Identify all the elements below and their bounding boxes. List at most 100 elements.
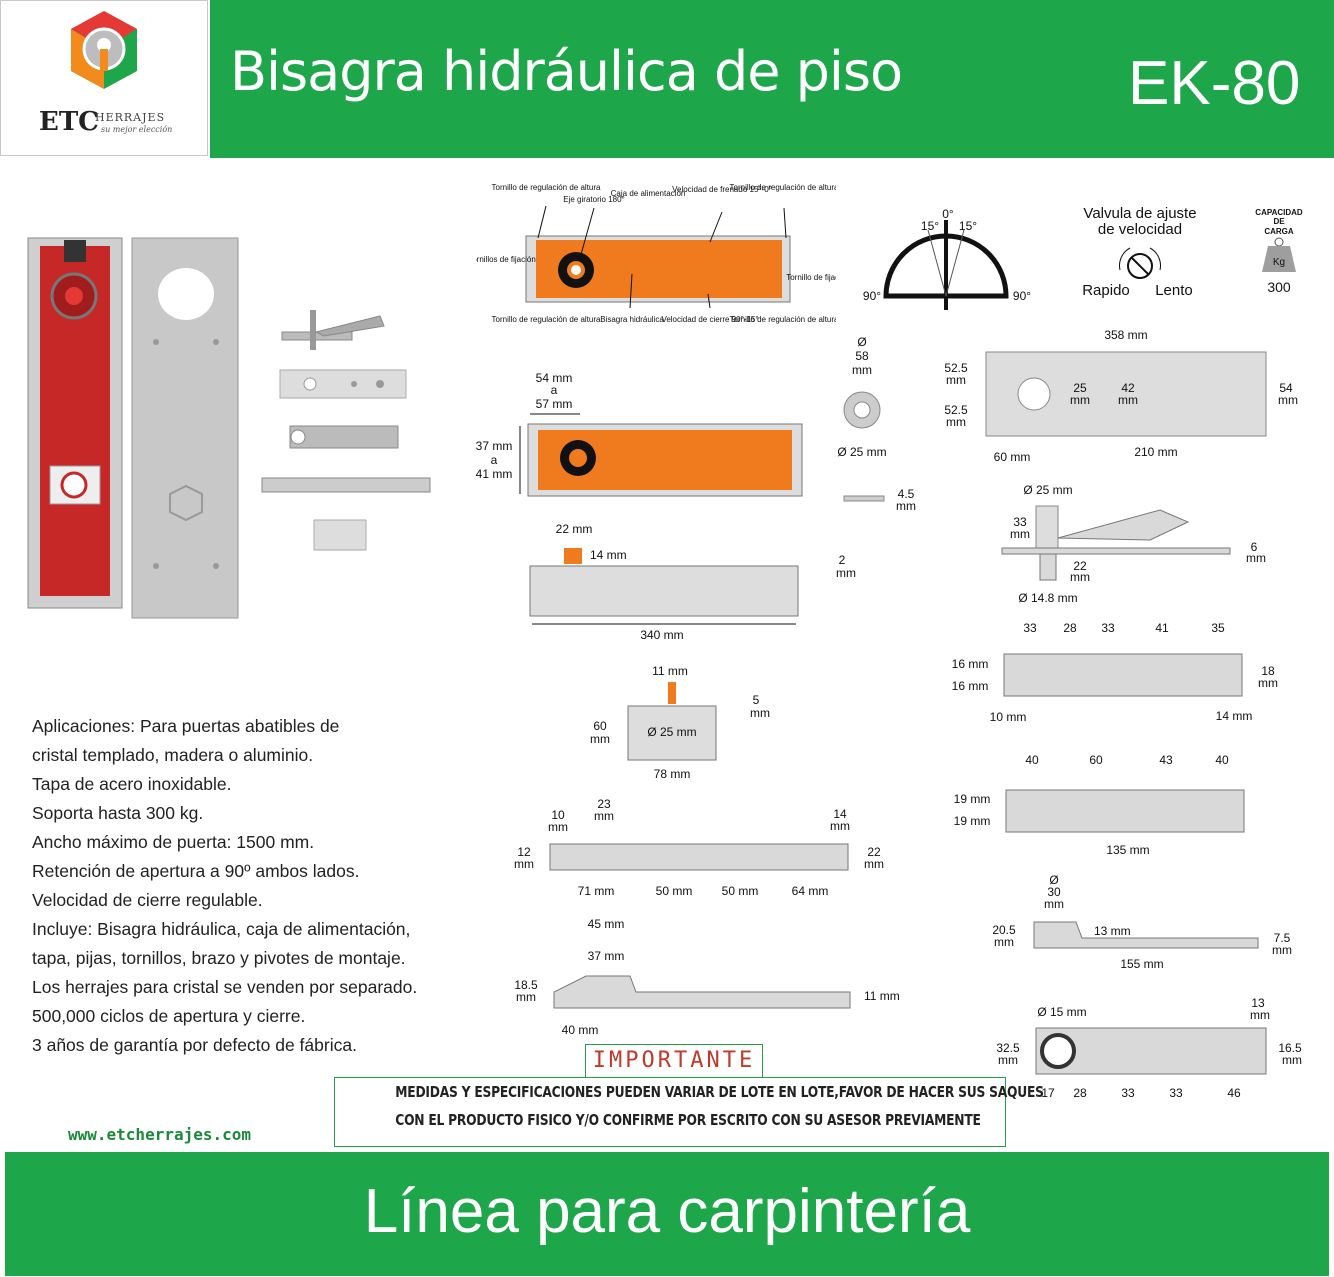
dim-p1-e: 35	[1211, 621, 1225, 635]
dim-p6-c: 33	[1121, 1086, 1135, 1100]
dim-p5-h-unit: mm	[994, 935, 1014, 949]
desc-line: Velocidad de cierre regulable.	[32, 890, 263, 910]
callout-reg-altura-bl: Tornillo de regulación de altura	[492, 315, 602, 324]
dim-cover-slot: 25	[1073, 381, 1087, 395]
capacity-title-2: DE	[1273, 217, 1285, 226]
dim-p5-length: 155 mm	[1120, 957, 1163, 971]
angle-diagram: 0° 15° 15° 90° 90°	[863, 207, 1031, 310]
callout-reg-altura-tr: Tornillo de regulación de altura	[730, 183, 836, 192]
desc-line: Los herrajes para cristal se venden por …	[32, 977, 418, 997]
dim-arm-t-unit: mm	[1246, 551, 1266, 565]
desc-line: Tapa de acero inoxidable.	[32, 774, 232, 794]
dim-washer-od-unit: mm	[852, 363, 872, 377]
dim-p1-h1: 16 mm	[952, 657, 989, 671]
desc-line: Ancho máximo de puerta: 1500 mm.	[32, 832, 315, 852]
dim-p4-t: 11 mm	[864, 989, 900, 1003]
brand-sub: HERRAJES	[95, 111, 166, 124]
dim-cover-slot2-unit: mm	[1118, 393, 1138, 407]
dim-p2-c: 43	[1159, 753, 1173, 767]
dim-p2-h1: 19 mm	[954, 792, 991, 806]
angle-15-left: 15°	[921, 219, 939, 233]
dim-p3-b-unit: mm	[594, 809, 614, 823]
dim-body-width: 54 mm	[536, 371, 573, 385]
dim-washer-o: Ø	[857, 335, 866, 349]
dim-p3-side-unit: mm	[864, 857, 884, 871]
dim-p3-h: 12	[517, 845, 531, 859]
dim-p1-side: 18	[1261, 664, 1275, 678]
dim-box-bore: Ø 25 mm	[647, 725, 696, 739]
desc-line: Soporta hasta 300 kg.	[32, 803, 204, 823]
dim-washer-thickness-unit: mm	[896, 499, 916, 513]
accessories-photo	[261, 310, 431, 551]
dim-p6-d: Ø 15 mm	[1037, 1005, 1086, 1019]
callout-bisagra: Bisagra hidráulica	[600, 315, 664, 324]
dim-p3-l4: 64 mm	[792, 884, 829, 898]
dim-p5-t: 13 mm	[1094, 924, 1131, 938]
desc-line: Aplicaciones: Para puertas abatibles de	[32, 716, 340, 736]
dim-cover-h2: 52.5	[944, 403, 968, 417]
dim-p1-h2: 16 mm	[952, 679, 989, 693]
dim-p6-f: 46	[1227, 1086, 1241, 1100]
notice-line-2: CON EL PRODUCTO FISICO Y/O CONFIRME POR …	[395, 1111, 981, 1129]
dim-box-lip: 5	[753, 693, 760, 707]
desc-line: 500,000 ciclos de apertura y cierre.	[32, 1006, 306, 1026]
plate-e-drawing: Ø 30 mm 20.5 mm 13 mm 7.5 mm 155 mm	[992, 873, 1292, 971]
notice-line-1: MEDIDAS Y ESPECIFICACIONES PUEDEN VARIAR…	[395, 1083, 1044, 1101]
description: Aplicaciones: Para puertas abatibles de …	[32, 712, 472, 1060]
callout-vel-cierre: Velocidad de cierre 90°-15°	[661, 315, 758, 324]
plate-f-drawing: Ø 15 mm 13 mm 32.5 mm 16.5 mm 17 28 33 3…	[996, 996, 1302, 1100]
dim-box-height-unit: mm	[590, 732, 610, 746]
dim-p5-side: 7.5	[1274, 931, 1291, 945]
hinge-callout-diagram: Tornillo de regulación de altura Eje gir…	[476, 183, 836, 324]
callout-tornillo-fijacion: Tornillo de fijación	[786, 273, 836, 282]
dim-box-lip-unit: mm	[750, 706, 770, 720]
dim-p3-l2: 50 mm	[656, 884, 693, 898]
dim-body-a: a	[551, 383, 558, 397]
dim-cover-side: 54	[1279, 381, 1293, 395]
dim-cover-h1: 52.5	[944, 361, 968, 375]
dim-p5-h: 20.5	[992, 923, 1016, 937]
valve-title-1: Valvula de ajuste	[1083, 205, 1196, 222]
dim-cover-h2-unit: mm	[946, 415, 966, 429]
dim-p2-b: 60	[1089, 753, 1103, 767]
valve-slow: Lento	[1155, 282, 1193, 299]
dim-p6-b: 28	[1073, 1086, 1087, 1100]
footer-bar	[5, 1152, 1329, 1276]
callout-reg-altura-tl: Tornillo de regulación de altura	[492, 183, 602, 192]
dim-p4-h-unit: mm	[516, 990, 536, 1004]
dim-washer-thickness: 4.5	[898, 487, 915, 501]
dim-p1-l: 10 mm	[990, 710, 1027, 724]
dim-p3-c-unit: mm	[830, 819, 850, 833]
hinge-side-drawing: 22 mm 14 mm 2 mm 340 mm	[529, 522, 856, 642]
angle-90-left: 90°	[863, 289, 881, 303]
dim-arm-pin: 22	[1073, 559, 1087, 573]
dim-cover-h1-unit: mm	[946, 373, 966, 387]
dim-p6-h: 32.5	[996, 1041, 1020, 1055]
plate-d-drawing: 40 60 43 40 19 mm 19 mm 135 mm	[954, 753, 1245, 857]
dim-p5-o: Ø	[1049, 873, 1058, 887]
important-label: IMPORTANTE	[585, 1044, 763, 1078]
dim-arm-d: Ø 25 mm	[1023, 483, 1072, 497]
logo-box: ETC HERRAJES su mejor elección	[0, 0, 208, 156]
dim-arm-h: 33	[1013, 515, 1027, 529]
valve-title-2: de velocidad	[1098, 221, 1182, 238]
dim-cover-side-unit: mm	[1278, 393, 1298, 407]
load-capacity: CAPACIDAD DE CARGA Kg 300	[1255, 208, 1303, 295]
dim-p6-d2: 33	[1169, 1086, 1183, 1100]
website-link[interactable]: www.etcherrajes.com	[68, 1125, 252, 1144]
product-photos	[27, 237, 431, 619]
cover-plate-photo	[131, 237, 239, 619]
dim-p5-d-unit: mm	[1044, 897, 1064, 911]
angle-90-right: 90°	[1013, 289, 1031, 303]
footer-title: Línea para carpintería	[363, 1177, 971, 1246]
dim-p2-a: 40	[1025, 753, 1039, 767]
cover-plate-drawing: 358 mm 52.5 mm 52.5 mm 25 mm 42 mm 54 mm…	[944, 328, 1298, 464]
hinge-dimension-drawing: 54 mm a 57 mm 37 mm a 41 mm	[476, 371, 803, 497]
dim-p3-a: 10	[551, 808, 565, 822]
dim-top-height: 14 mm	[590, 548, 627, 562]
angle-0: 0°	[942, 207, 954, 221]
dim-p2-length: 135 mm	[1106, 843, 1149, 857]
dim-box-top: 11 mm	[652, 664, 688, 678]
dim-body-height-2: 41 mm	[476, 467, 513, 481]
dim-p3-side: 22	[867, 845, 881, 859]
